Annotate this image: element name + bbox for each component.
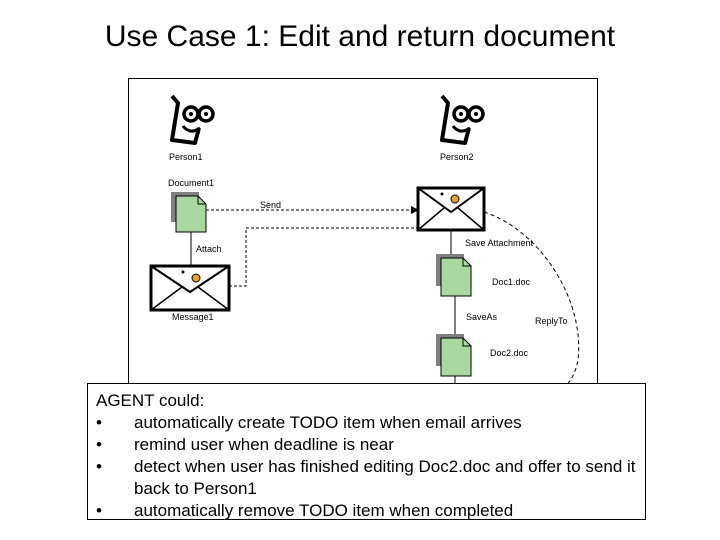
person1-label: Person1 <box>169 152 203 162</box>
document1-label: Document1 <box>168 178 215 188</box>
doc2-label: Doc2.doc <box>490 348 529 358</box>
doc1-document-icon <box>436 254 472 297</box>
send-label: Send <box>260 200 282 210</box>
save-attachment-label: Save Attachment <box>465 238 534 248</box>
saveas-label: SaveAs <box>466 312 498 322</box>
agent-item: automatically remove TODO item when comp… <box>96 500 637 522</box>
agent-list: automatically create TODO item when emai… <box>96 412 637 522</box>
diagram-frame <box>128 78 598 400</box>
message1-label: Message1 <box>172 312 214 322</box>
replyto-label: ReplyTo <box>535 316 568 326</box>
person2-icon <box>440 94 485 145</box>
message1-envelope-icon <box>149 264 231 312</box>
agent-notes-box: AGENT could: automatically create TODO i… <box>87 383 646 522</box>
agent-item: detect when user has finished editing Do… <box>96 456 637 500</box>
agent-heading: AGENT could: <box>96 391 205 410</box>
received-envelope-icon <box>416 186 486 232</box>
replyto-connector <box>483 211 580 386</box>
person2-label: Person2 <box>440 152 474 162</box>
person1-icon <box>170 94 215 145</box>
document1-icon <box>171 192 207 233</box>
message-link-connector <box>229 227 418 287</box>
doc2-document-icon <box>436 334 472 377</box>
agent-item: remind user when deadline is near <box>96 434 637 456</box>
doc1-label: Doc1.doc <box>492 277 531 287</box>
agent-item: automatically create TODO item when emai… <box>96 412 637 434</box>
page-title: Use Case 1: Edit and return document <box>104 20 616 53</box>
attach-label: Attach <box>196 244 222 254</box>
